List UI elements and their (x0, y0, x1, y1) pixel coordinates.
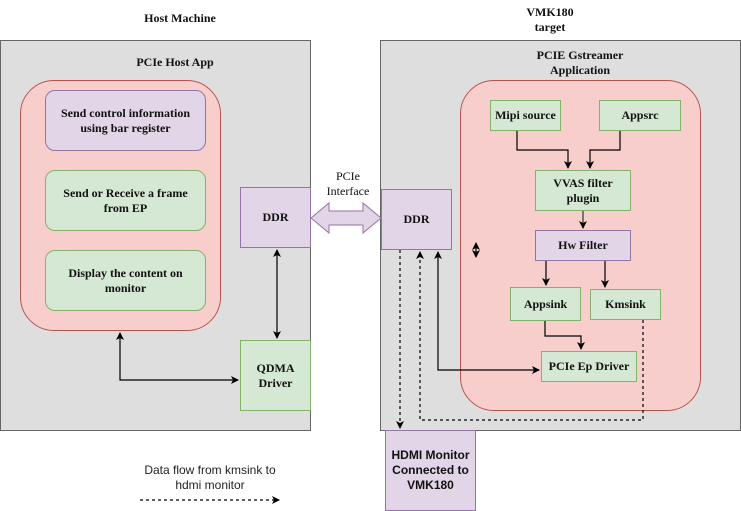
vvas-filter-label: VVAS filter plugin (553, 175, 613, 205)
appsink-node[interactable]: Appsink (510, 287, 581, 321)
pcie-ep-driver-label: PCIe Ep Driver (548, 359, 630, 373)
pcie-ep-driver-node[interactable]: PCIe Ep Driver (541, 351, 637, 382)
kmsink-node[interactable]: Kmsink (590, 289, 661, 320)
hdmi-monitor-label: HDMI Monitor Connected to VMK180 (391, 448, 470, 492)
step-label: Send control information using bar regis… (60, 105, 191, 135)
step-send-receive-frame[interactable]: Send or Receive a frame from EP (45, 170, 206, 231)
hw-filter-label: Hw Filter (558, 238, 608, 252)
legend-text-content: Data flow from kmsink to hdmi monitor (144, 463, 276, 492)
appsink-label: Appsink (523, 296, 568, 311)
vmk180-target-text: VMK180 target (526, 5, 574, 34)
qdma-driver-label: QDMA Driver (256, 360, 295, 390)
hdmi-monitor-block[interactable]: HDMI Monitor Connected to VMK180 (385, 430, 476, 511)
step-label: Send or Receive a frame from EP (63, 185, 188, 215)
pcie-interface-label: PCIe Interface (318, 169, 378, 199)
step-label: Display the content on monitor (68, 265, 183, 295)
kmsink-label: Kmsink (605, 297, 646, 311)
appsrc-node[interactable]: Appsrc (599, 100, 681, 131)
step-send-control-info[interactable]: Send control information using bar regis… (45, 90, 206, 151)
host-app-title: PCIe Host App (136, 55, 214, 69)
vvas-filter-node[interactable]: VVAS filter plugin (535, 170, 631, 211)
pcie-interface-text: PCIe Interface (326, 169, 370, 198)
target-app-title: PCIE Gstreamer Application (520, 48, 640, 78)
pcie-interface-double-arrow (310, 201, 382, 235)
host-ddr-label: DDR (262, 210, 289, 224)
vmk180-target-title: VMK180 target (520, 5, 580, 35)
step-display-content[interactable]: Display the content on monitor (45, 250, 206, 311)
target-ddr-block[interactable]: DDR (381, 189, 452, 250)
target-ddr-label: DDR (403, 212, 430, 226)
host-ddr-block[interactable]: DDR (240, 187, 311, 248)
hw-filter-node[interactable]: Hw Filter (535, 230, 631, 261)
host-machine-title: Host Machine (144, 11, 216, 25)
appsrc-label: Appsrc (621, 108, 659, 122)
legend-text: Data flow from kmsink to hdmi monitor (135, 463, 285, 493)
mipi-source-label: Mipi source (495, 108, 556, 122)
qdma-driver-block[interactable]: QDMA Driver (240, 340, 311, 411)
mipi-source-node[interactable]: Mipi source (490, 100, 561, 131)
target-app-title-text: PCIE Gstreamer Application (536, 48, 624, 77)
